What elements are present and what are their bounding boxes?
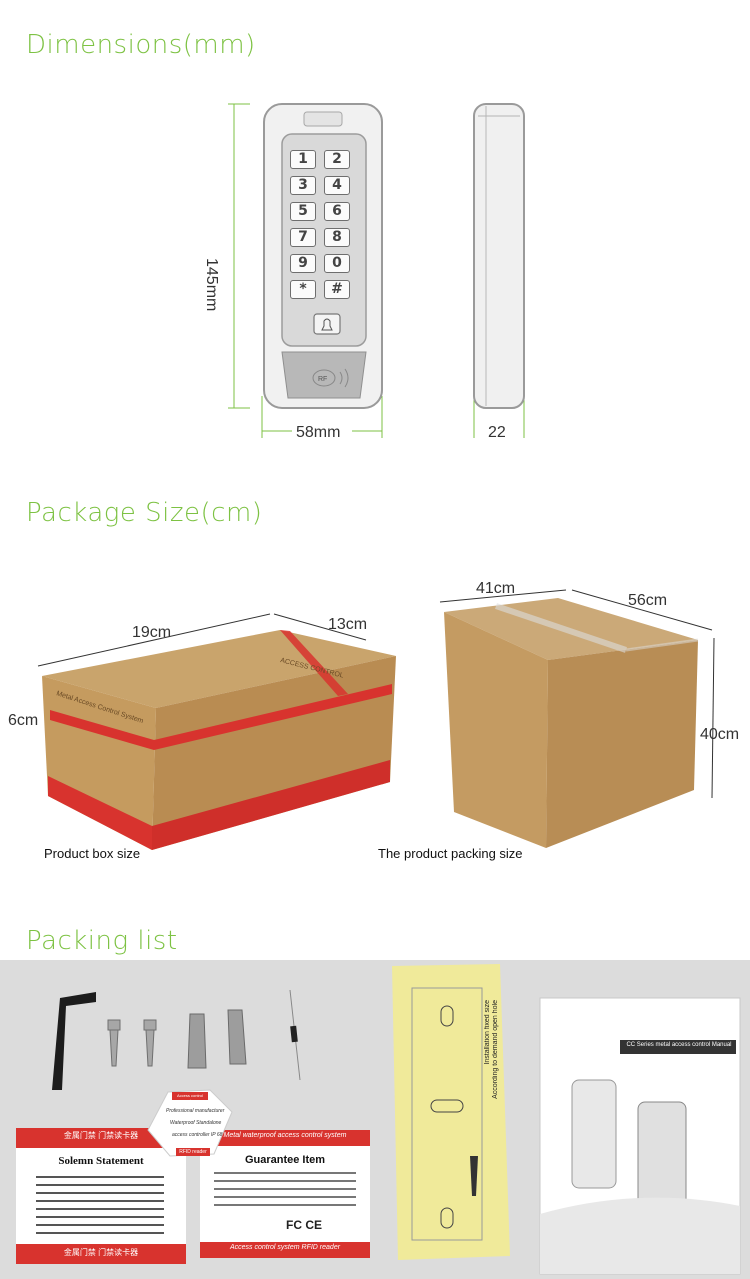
guarantee-card [200, 1130, 370, 1258]
key-6: 6 [324, 202, 350, 221]
package-size-title: Package Size(cm) [26, 498, 263, 528]
screws [107, 1019, 157, 1067]
packing-box-width-label: 56cm [628, 592, 668, 609]
tag-header: Access control system [176, 1093, 203, 1103]
key-9: 9 [290, 254, 316, 273]
packing-list-title: Packing list [26, 926, 178, 956]
statement-card [16, 1128, 186, 1264]
tag-line-3: access controller IP 68 [172, 1132, 223, 1138]
template-text-2: According to demand open hole [492, 1000, 499, 1099]
key-7: 7 [290, 228, 316, 247]
product-box-height-label: 6cm [8, 712, 39, 729]
product-box-length-label: 19cm [132, 624, 172, 641]
tag-line-1: Professional manufacturer [166, 1108, 225, 1114]
keypad-key-grid: 1 2 3 4 5 6 7 8 9 0 * # [290, 150, 354, 299]
key-star: * [290, 280, 316, 299]
guarantee-card-footer: Access control system RFID reader [229, 1244, 341, 1251]
tag-footer: RFID reader [179, 1149, 207, 1155]
guarantee-card-title: Guarantee Item [244, 1154, 326, 1166]
bell-button [313, 313, 341, 335]
key-0: 0 [324, 254, 350, 273]
key-3: 3 [290, 176, 316, 195]
packing-box-length-label: 41cm [476, 580, 516, 597]
dimensions-title: Dimensions(mm) [26, 30, 256, 60]
certification-logos: FC CE [286, 1218, 322, 1232]
rf-reader-area [281, 351, 367, 399]
device-side-body [473, 103, 525, 409]
statement-card-title: Solemn Statement [58, 1155, 144, 1167]
statement-card-footer: 金属门禁 门禁读卡器 [63, 1248, 139, 1257]
keypad-dimension-drawing: RF [228, 103, 525, 438]
template-text-1: Installation fixed size [484, 1000, 491, 1065]
packing-box-height-label: 40cm [700, 726, 740, 743]
product-box-illustration: Metal Access Control System ACCESS CONTR… [37, 613, 396, 850]
statement-card-header: 金属门禁 门禁读卡器 [63, 1131, 139, 1140]
key-hash: # [324, 280, 350, 299]
packing-list-photo: 金属门禁 门禁读卡器 Solemn Statement 金属门禁 门禁读卡器 M… [0, 960, 750, 1279]
wall-plugs [187, 1009, 247, 1069]
tag-line-2: Waterproof Standalone [170, 1120, 222, 1126]
product-box-width-label: 13cm [328, 616, 368, 633]
packing-box-caption: The product packing size [378, 846, 523, 861]
key-5: 5 [290, 202, 316, 221]
key-1: 1 [290, 150, 316, 169]
svg-text:RF: RF [318, 376, 327, 383]
width-dimension-label: 58mm [296, 424, 341, 441]
packing-box-illustration [439, 589, 715, 848]
guarantee-card-header: Metal waterproof access control system [223, 1132, 347, 1139]
manual-title: CC Series metal access control Manual [626, 1042, 732, 1048]
hang-tag [147, 1089, 233, 1157]
diode [289, 989, 301, 1081]
key-8: 8 [324, 228, 350, 247]
key-2: 2 [324, 150, 350, 169]
hex-key [52, 992, 96, 1090]
height-dimension-label: 145mm [203, 258, 220, 312]
product-box-caption: Product box size [44, 846, 141, 861]
key-4: 4 [324, 176, 350, 195]
depth-dimension-label: 22 [488, 424, 506, 441]
